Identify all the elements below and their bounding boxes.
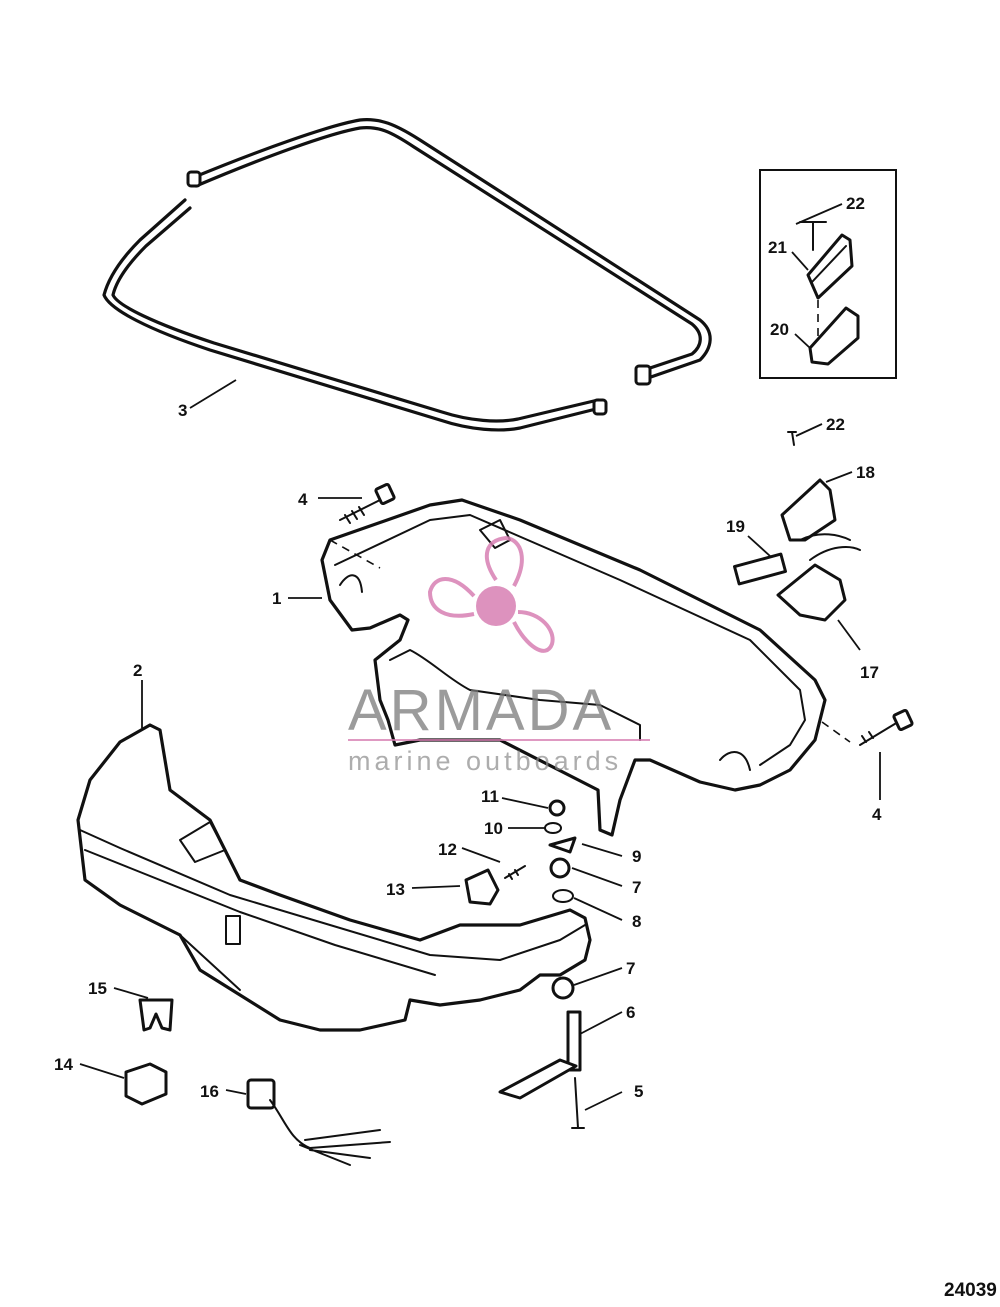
watermark-tagline: marine outboards [348, 746, 622, 776]
part-2-lower-cowl [76, 723, 592, 1032]
callout-17: 17 [860, 663, 879, 682]
callout-4-upper: 4 [298, 490, 308, 509]
callout-16: 16 [200, 1082, 219, 1101]
callout-2: 2 [133, 661, 142, 680]
hardware-parts [124, 431, 914, 1166]
armada-watermark: ARMADA marine outboards [348, 535, 650, 776]
callout-5: 5 [634, 1082, 643, 1101]
part-1-upper-cowl [320, 498, 851, 837]
callout-11: 11 [481, 787, 499, 806]
callout-14: 14 [54, 1055, 73, 1074]
inset-detail-box [759, 169, 897, 379]
callout-22-inset: 22 [846, 194, 865, 213]
callout-8: 8 [632, 912, 641, 931]
callout-6: 6 [626, 1003, 635, 1022]
callout-19: 19 [726, 517, 745, 536]
callout-1: 1 [272, 589, 281, 608]
callout-21: 21 [768, 238, 787, 257]
callout-15: 15 [88, 979, 107, 998]
callout-20: 20 [770, 320, 789, 339]
callout-22: 22 [826, 415, 845, 434]
callout-3: 3 [178, 401, 187, 420]
callout-labels: 3 4 1 2 4 11 10 9 7 8 7 6 5 12 13 15 14 … [54, 194, 882, 1101]
callout-13: 13 [386, 880, 405, 899]
callout-12: 12 [438, 840, 457, 859]
callout-7-lower: 7 [626, 959, 635, 978]
drawing-number: 24039 [944, 1280, 997, 1301]
callout-9: 9 [632, 847, 641, 866]
callout-10: 10 [484, 819, 503, 838]
propeller-logo [427, 535, 555, 653]
callout-7-upper: 7 [632, 878, 641, 897]
callout-18: 18 [856, 463, 875, 482]
callout-4-lower: 4 [872, 805, 882, 824]
leader-lines [79, 203, 881, 1111]
part-3-cowl-seal [102, 118, 712, 432]
watermark-brand: ARMADA [348, 678, 614, 743]
